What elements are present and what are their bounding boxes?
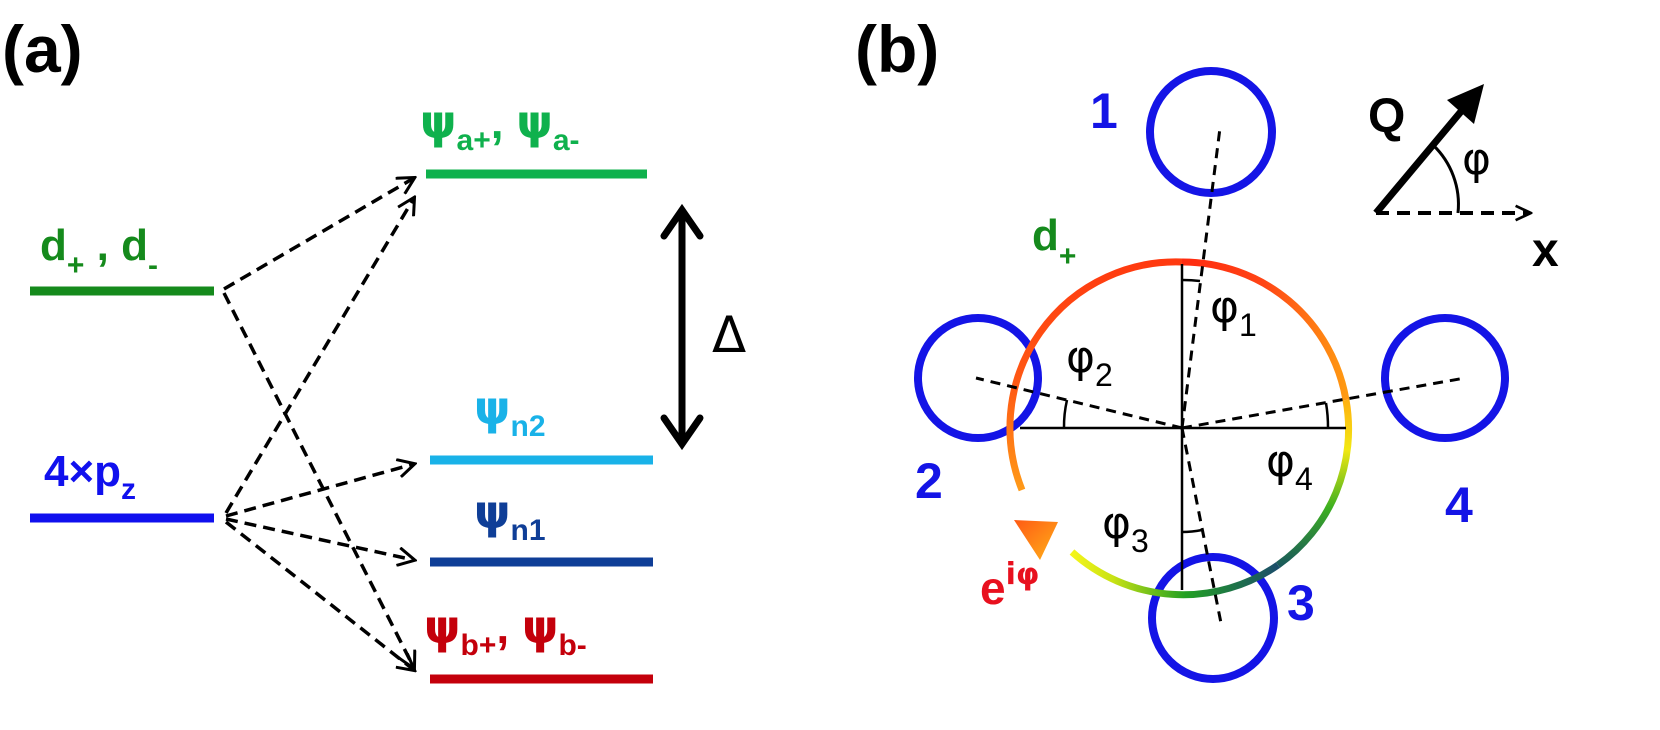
angle-label-1: φ1 [1210,282,1257,343]
q-vector-head [1447,84,1484,124]
angle-label-3: φ3 [1102,498,1149,559]
label-psi-a: ψa+, ψa- [420,95,580,157]
panel-a: (a) d+ , d- 4×pz ψa+, ψa- ψn2 ψn1 ψb+, ψ… [2,12,746,684]
site-circle-1 [1146,67,1276,197]
q-label: Q [1368,90,1405,143]
q-vector [1373,93,1477,216]
label-psi-n1: ψn1 [474,485,546,547]
phase-arrow-head [1014,520,1058,560]
gap-double-arrow [660,203,704,451]
angle-label-4: φ4 [1266,436,1313,497]
site-circle-3 [1148,553,1278,683]
arrow-pz-to-n2 [225,464,414,518]
phi-label: φ [1462,134,1491,185]
label-pz: 4×pz [44,447,136,506]
arrow-d-to-b [222,292,414,668]
label-psi-b: ψb+, ψb- [424,600,587,662]
ring-label: d+ [1032,211,1076,273]
site-circle-4 [1381,314,1509,442]
hybridization-arrows [222,178,414,670]
panel-b-label: (b) [855,12,939,86]
arrow-pz-to-n1 [225,517,414,560]
angle-label-2: φ2 [1066,332,1113,393]
site-label-2: 2 [915,453,943,509]
orbital-ring [1006,258,1353,599]
panel-a-label: (a) [2,12,83,86]
site-label-1: 1 [1090,83,1118,139]
site-label-4: 4 [1445,477,1473,533]
site-direction-lines [975,127,1466,629]
gap-label: Δ [712,306,746,364]
site-circle-2 [914,314,1042,442]
angle-arcs [1062,278,1330,534]
arrow-d-to-a [223,178,414,291]
arrow-pz-to-b [224,520,414,670]
phi-arc [1431,143,1460,214]
site-label-3: 3 [1287,575,1315,631]
label-d: d+ , d- [40,221,158,282]
label-psi-n2: ψn2 [474,381,546,443]
panel-b: (b) 1 2 3 4 [855,12,1559,683]
arrow-pz-to-a [224,198,414,514]
x-label: x [1532,224,1559,277]
phase-label: eiφ [980,557,1039,614]
q-vector-diagram: Q φ x [1368,84,1559,277]
